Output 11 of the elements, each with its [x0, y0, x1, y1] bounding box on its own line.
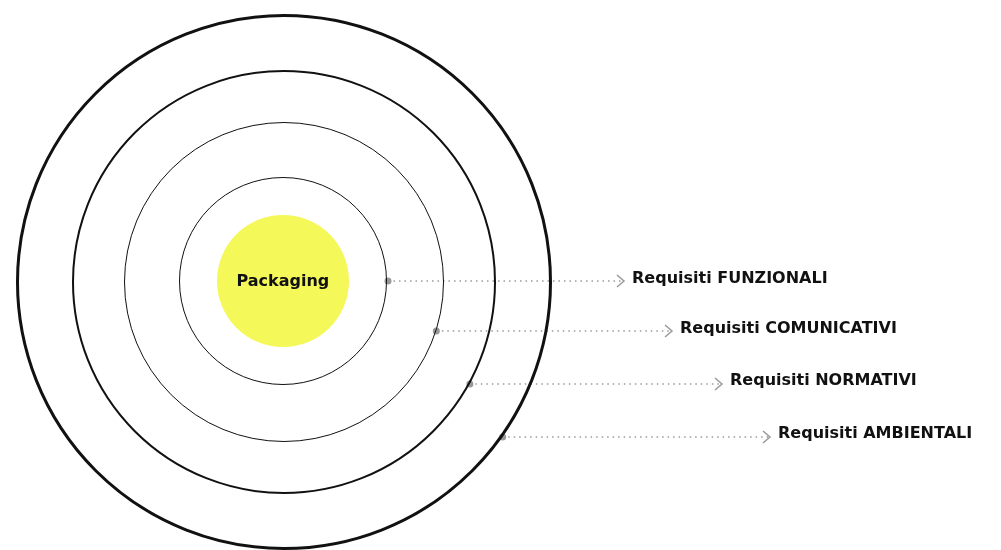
concentric-ring: [16, 14, 552, 550]
leader-line: [499, 430, 771, 444]
concentric-ring: [72, 70, 496, 494]
leader-line: [466, 377, 723, 391]
leader-line: [384, 274, 625, 288]
requirement-label: Requisiti FUNZIONALI: [632, 268, 828, 287]
requirement-label: Requisiti AMBIENTALI: [778, 423, 973, 442]
requirement-label: Requisiti COMUNICATIVI: [680, 318, 897, 337]
leader-line: [432, 324, 673, 338]
center-label: Packaging: [236, 271, 330, 291]
requirement-label: Requisiti NORMATIVI: [730, 370, 917, 389]
